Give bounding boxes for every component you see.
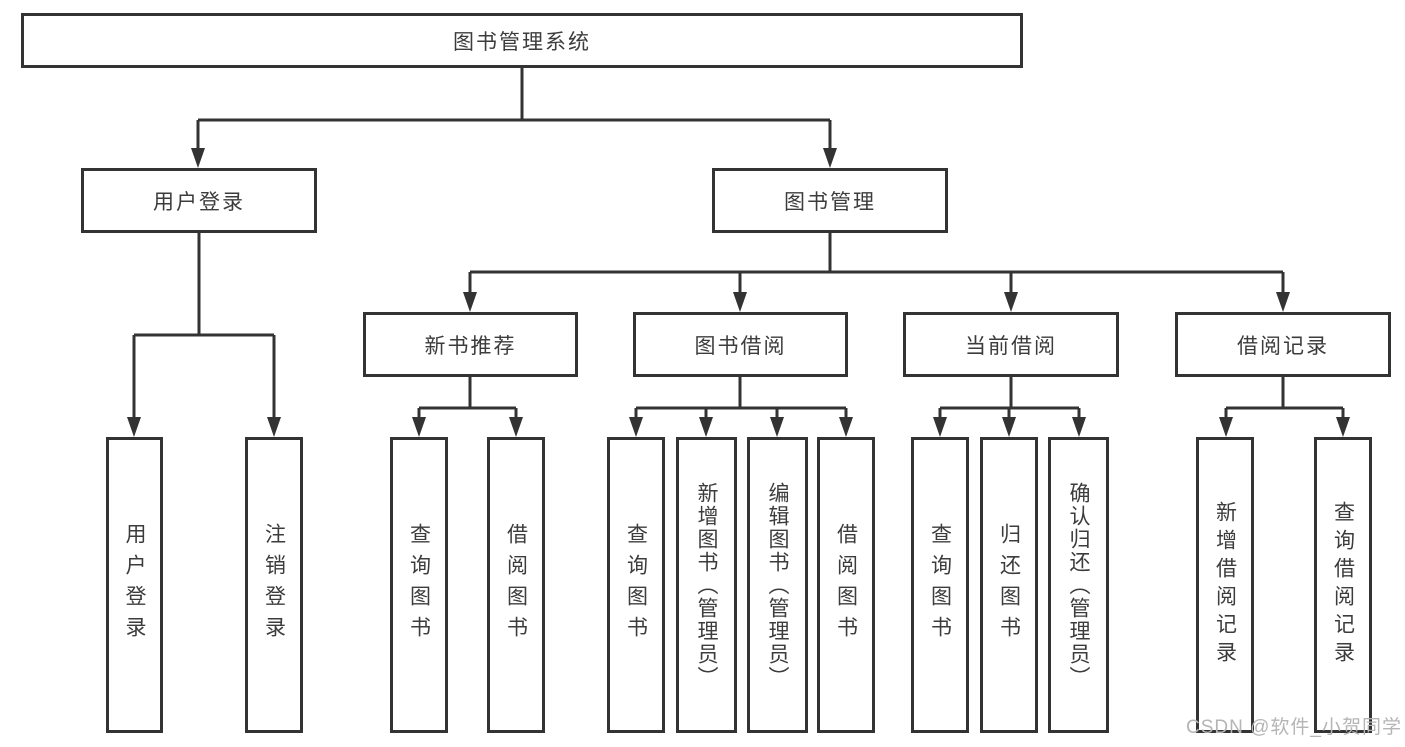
leaf-logout: 注销登录 [245,437,303,733]
leaf-edit-book-admin-label: 编辑图书（管理员） [766,481,789,689]
node-new-book-recommend-label: 新书推荐 [424,334,517,358]
node-user-login-label: 用户登录 [153,190,245,214]
node-library-system: 图书管理系统 [21,13,1023,68]
node-library-system-label: 图书管理系统 [453,30,591,54]
leaf-confirm-return-admin-label: 确认归还（管理员） [1067,481,1090,689]
leaf-add-borrow-record-label: 新增借阅记录 [1213,501,1237,669]
node-borrowing-records-label: 借阅记录 [1237,334,1329,358]
leaf-query-borrow-record: 查询借阅记录 [1314,437,1372,733]
leaf-borrow-books-recommend: 借阅图书 [487,437,545,733]
leaf-logout-label: 注销登录 [262,523,286,647]
leaf-query-books-recommend: 查询图书 [390,437,448,733]
leaf-return-book: 归还图书 [980,437,1038,733]
leaf-return-book-label: 归还图书 [997,523,1021,647]
node-user-login: 用户登录 [81,168,317,233]
leaf-confirm-return-admin: 确认归还（管理员） [1048,437,1109,733]
leaf-query-borrow-record-label: 查询借阅记录 [1331,501,1355,669]
connector-book-management-children [463,233,1290,312]
leaf-query-books-recommend-label: 查询图书 [407,523,431,647]
leaf-add-book-admin: 新增图书（管理员） [676,437,737,733]
watermark: CSDN @软件_小贺同学 [1186,717,1402,738]
leaf-user-login: 用户登录 [106,437,163,733]
leaf-edit-book-admin: 编辑图书（管理员） [747,437,808,733]
leaf-add-book-admin-label: 新增图书（管理员） [695,481,718,689]
node-current-borrowing: 当前借阅 [903,312,1119,377]
node-book-borrowing-label: 图书借阅 [694,334,787,358]
connector-user-login-children [127,233,281,437]
connector-borrowing-children [629,377,853,437]
node-borrowing-records: 借阅记录 [1175,312,1391,377]
node-book-borrowing: 图书借阅 [633,312,848,377]
leaf-query-books-borrowing-label: 查询图书 [624,523,648,647]
leaf-borrow-books-borrowing: 借阅图书 [817,437,875,733]
connector-root-to-level2 [191,68,837,168]
leaf-query-books-current-label: 查询图书 [928,523,952,647]
leaf-borrow-books-recommend-label: 借阅图书 [504,523,528,647]
leaf-add-borrow-record: 新增借阅记录 [1196,437,1254,733]
leaf-user-login-label: 用户登录 [123,523,146,647]
node-current-borrowing-label: 当前借阅 [965,334,1057,358]
node-new-book-recommend: 新书推荐 [363,312,578,377]
node-book-management: 图书管理 [712,168,948,233]
connector-records-children [1219,377,1350,437]
node-book-management-label: 图书管理 [784,190,876,214]
connector-recommend-children [412,377,523,437]
leaf-query-books-borrowing: 查询图书 [607,437,665,733]
leaf-query-books-current: 查询图书 [911,437,969,733]
leaf-borrow-books-borrowing-label: 借阅图书 [834,523,858,647]
connector-current-children [933,377,1086,437]
